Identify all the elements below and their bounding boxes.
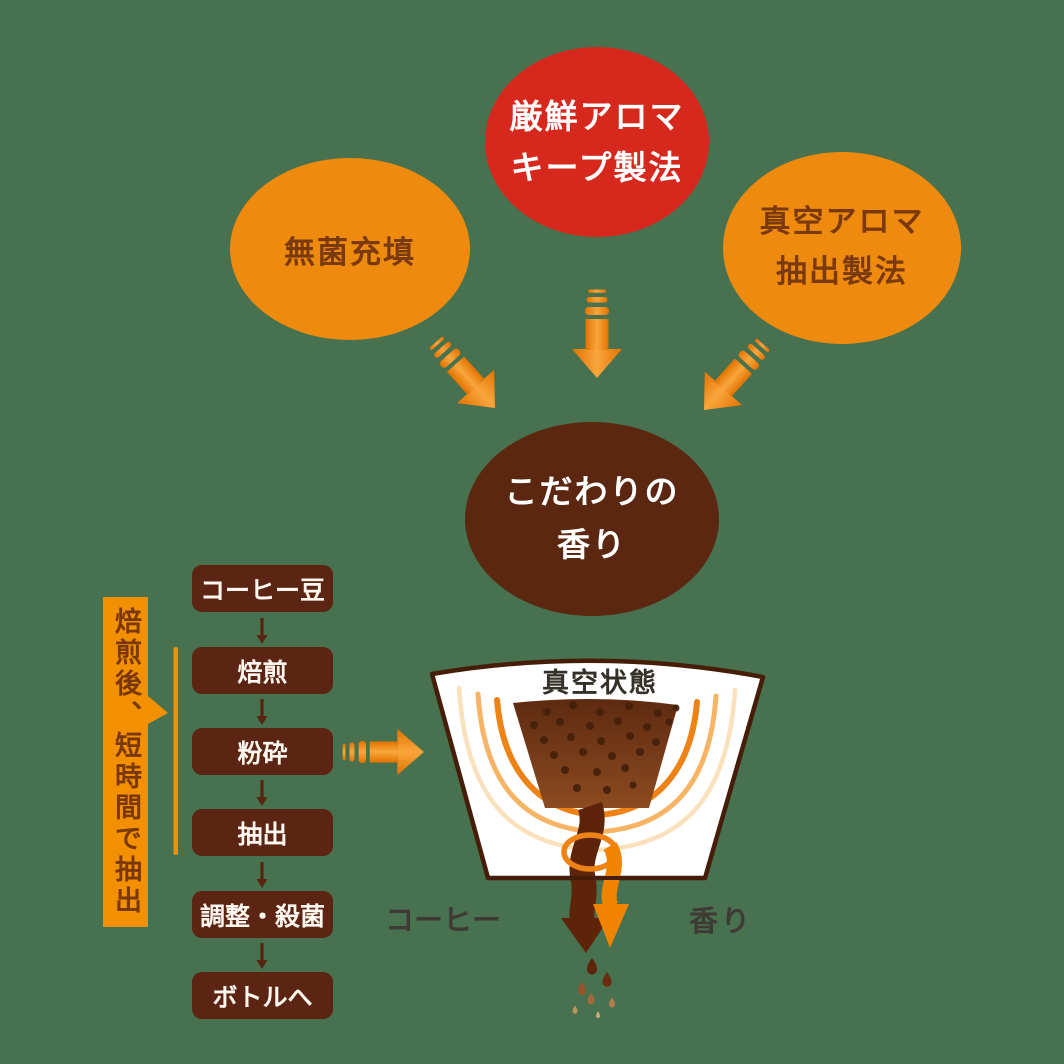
bubble-line: 香り bbox=[557, 525, 627, 564]
flow-step-to-bottle: ボトルへ bbox=[192, 972, 333, 1019]
method-bubble-vacuum-extraction: 真空アロマ 抽出製法 bbox=[723, 152, 961, 344]
method-bubble-aroma-keep: 厳鮮アロマ キープ製法 bbox=[485, 47, 709, 237]
roasting-steps-bracket bbox=[173, 647, 178, 855]
flow-step-label: 抽出 bbox=[237, 819, 288, 849]
flow-connector-arrow-icon bbox=[256, 780, 268, 806]
flow-step-roasting: 焙煎 bbox=[192, 647, 333, 694]
coffee-droplets bbox=[572, 958, 615, 1019]
flow-step-label: 調整・殺菌 bbox=[199, 901, 325, 931]
coffee-grounds-dots bbox=[530, 701, 680, 794]
flow-connector-arrow-icon bbox=[256, 862, 268, 888]
flow-step-label: 焙煎 bbox=[237, 657, 288, 687]
arrow-down-left-icon bbox=[417, 325, 514, 425]
flow-step-adjust-sterilize: 調整・殺菌 bbox=[192, 891, 333, 938]
arrow-right-icon bbox=[342, 729, 424, 775]
bubble-line: 真空アロマ bbox=[759, 204, 925, 241]
result-bubble-aroma: こだわりの 香り bbox=[465, 422, 719, 616]
flow-connector-arrow-icon bbox=[256, 943, 268, 969]
flow-step-label: ボトルへ bbox=[212, 982, 313, 1012]
arrow-down-right-icon bbox=[685, 327, 782, 427]
roasting-note-banner: 焙煎後、短時間で抽出 bbox=[103, 597, 148, 927]
coffee-label: コーヒー bbox=[384, 903, 501, 937]
flow-step-grinding: 粉砕 bbox=[192, 728, 333, 775]
bubble-line: こだわりの bbox=[504, 472, 680, 512]
bubble-line: キープ製法 bbox=[510, 148, 684, 187]
flow-step-coffee-beans: コーヒー豆 bbox=[192, 565, 333, 612]
bubble-line: 厳鮮アロマ bbox=[509, 96, 685, 136]
flow-connector-arrow-icon bbox=[256, 618, 268, 644]
vacuum-funnel-illustration bbox=[429, 658, 766, 1019]
method-bubble-aseptic-filling: 無菌充填 bbox=[230, 158, 470, 340]
flow-step-label: コーヒー豆 bbox=[199, 575, 325, 605]
note-callout-pointer bbox=[148, 696, 168, 724]
bubble-line: 無菌充填 bbox=[284, 234, 416, 271]
roasting-note-text: 焙煎後、短時間で抽出 bbox=[110, 607, 141, 917]
arrow-down-center-icon bbox=[572, 289, 622, 378]
flow-step-label: 粉砕 bbox=[237, 738, 288, 768]
aroma-label: 香り bbox=[688, 904, 753, 938]
vacuum-state-label: 真空状態 bbox=[542, 668, 658, 699]
flow-connector-arrow-icon bbox=[256, 699, 268, 725]
flow-step-extraction: 抽出 bbox=[192, 809, 333, 856]
coffee-grounds bbox=[513, 698, 678, 808]
bubble-line: 抽出製法 bbox=[776, 254, 908, 290]
